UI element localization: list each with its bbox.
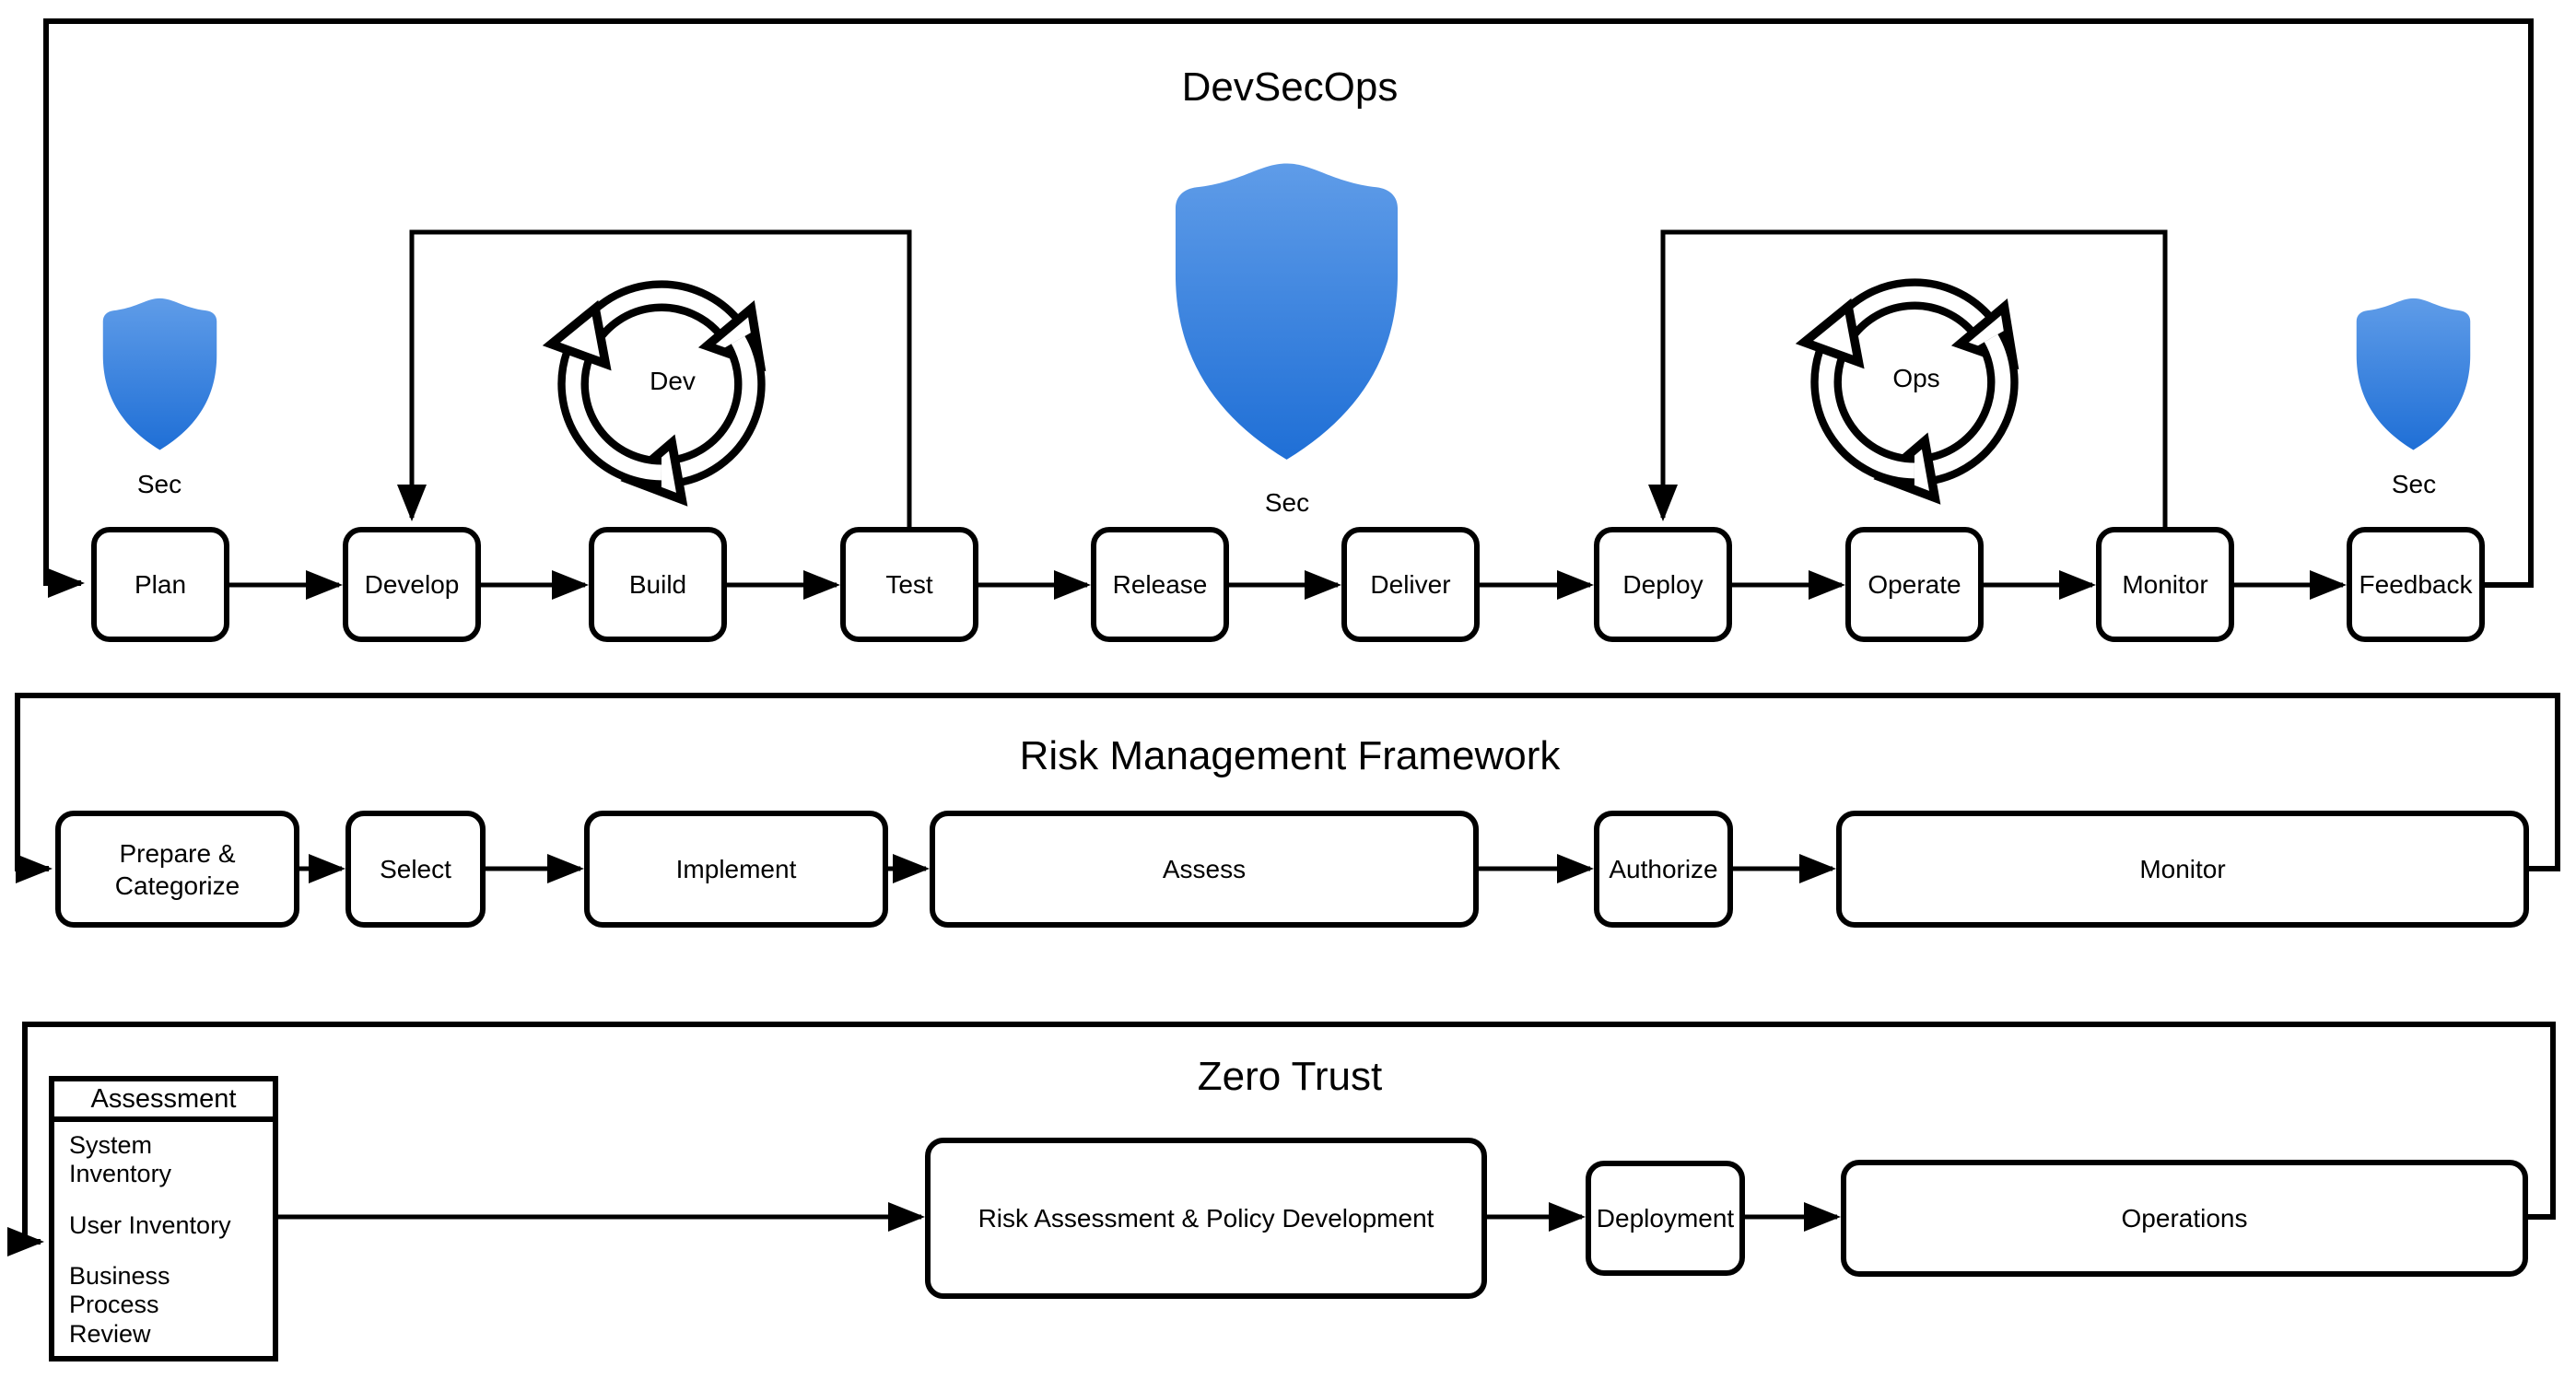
- stage-release: Release: [1091, 527, 1229, 642]
- stage-feedback: Feedback: [2347, 527, 2485, 642]
- ops-cycle-label: Ops: [1892, 364, 1940, 392]
- assessment-table-body: System Inventory User Inventory Business…: [54, 1122, 273, 1356]
- zerotrust-title: Zero Trust: [1197, 1054, 1383, 1099]
- test-to-develop-loop-connector: [397, 229, 912, 527]
- dev-cycle-icon: [535, 296, 776, 514]
- rmf-stage-assess: Assess: [930, 811, 1479, 928]
- stage-plan: Plan: [91, 527, 229, 642]
- devsecops-title: DevSecOps: [1181, 64, 1399, 110]
- assessment-table-header: Assessment: [54, 1081, 273, 1123]
- rmf-stage-monitor: Monitor: [1836, 811, 2529, 928]
- stage-develop: Develop: [343, 527, 481, 642]
- zt-stage-deployment: Deployment: [1586, 1161, 1745, 1276]
- rmf-stage-select: Select: [345, 811, 486, 928]
- monitor-to-deploy-loop-connector: [1648, 229, 2168, 527]
- assessment-row-user-inventory: User Inventory: [69, 1210, 231, 1239]
- rmf-stage-authorize: Authorize: [1594, 811, 1733, 928]
- zt-stage-operations: Operations: [1841, 1160, 2528, 1277]
- assessment-table: Assessment System Inventory User Invento…: [49, 1076, 278, 1361]
- ops-cycle-icon: [1788, 294, 2029, 512]
- sec-label-left: Sec: [136, 470, 182, 498]
- rmf-outer-loop-connector: [15, 693, 2560, 883]
- zt-stage-risk-assessment-policy: Risk Assessment & Policy Development: [925, 1138, 1487, 1299]
- stage-test: Test: [840, 527, 978, 642]
- sec-label-center: Sec: [1264, 488, 1310, 517]
- rmf-stage-implement: Implement: [584, 811, 888, 928]
- assessment-row-system-inventory: System Inventory: [69, 1131, 172, 1188]
- assessment-row-business-process-review: Business Process Review: [69, 1262, 170, 1348]
- zerotrust-outer-loop-connector: [7, 1022, 2556, 1256]
- sec-label-right: Sec: [2391, 470, 2437, 498]
- shield-icon-left: [102, 298, 217, 450]
- stage-build: Build: [589, 527, 727, 642]
- stage-deliver: Deliver: [1341, 527, 1480, 642]
- stage-deploy: Deploy: [1594, 527, 1732, 642]
- rmf-stage-prepare-categorize: Prepare & Categorize: [55, 811, 299, 928]
- shield-icon-right: [2356, 298, 2471, 450]
- shield-icon-center: [1175, 163, 1399, 460]
- devsecops-outer-loop-connector: [43, 18, 2534, 598]
- stage-operate: Operate: [1845, 527, 1984, 642]
- stage-monitor: Monitor: [2096, 527, 2234, 642]
- dev-cycle-label: Dev: [650, 367, 696, 395]
- rmf-title: Risk Management Framework: [1019, 733, 1561, 778]
